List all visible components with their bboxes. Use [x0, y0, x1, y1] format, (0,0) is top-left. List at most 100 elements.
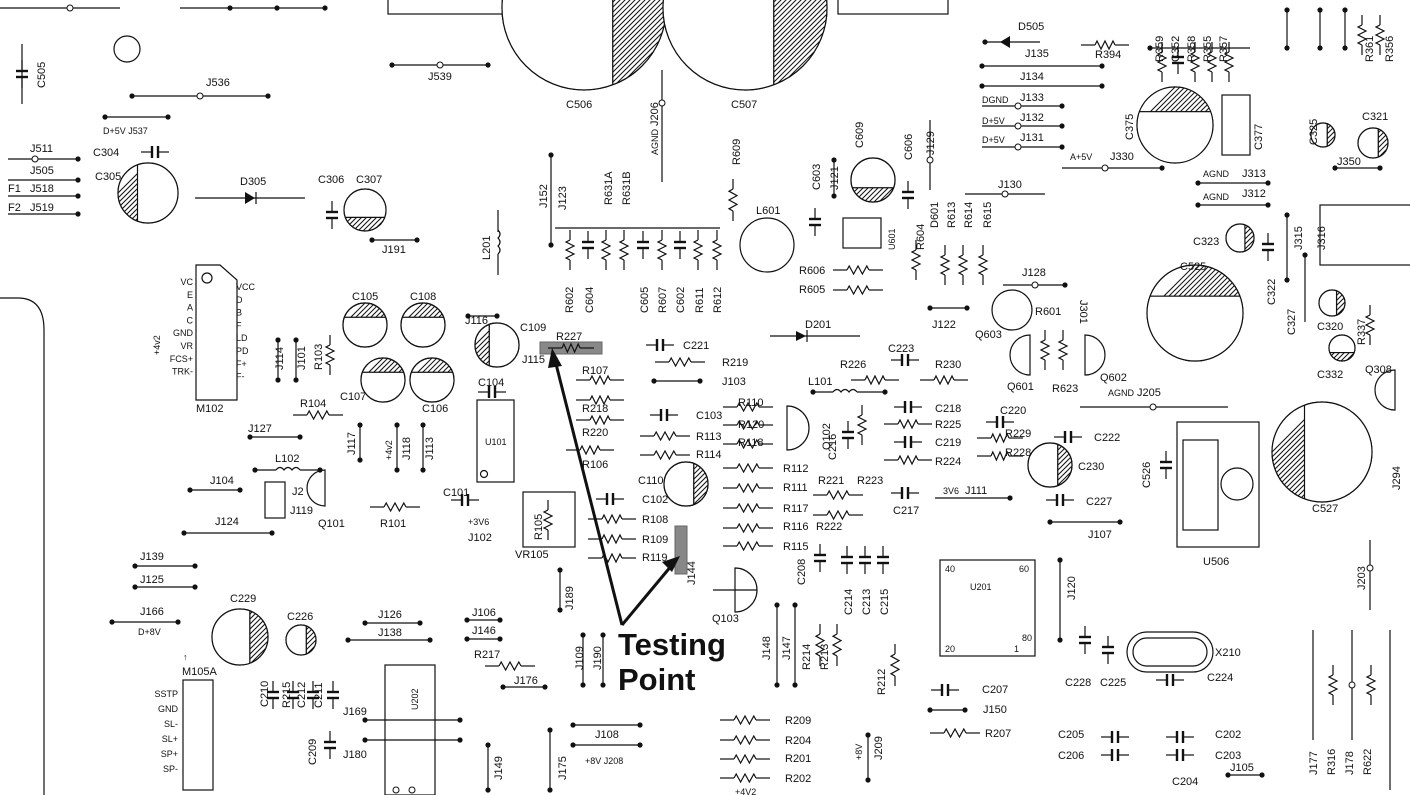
pad-dot — [570, 742, 576, 748]
capacitor-outline — [1136, 86, 1214, 164]
pad-dot — [1342, 7, 1348, 13]
silkscreen-label: R623 — [1052, 383, 1078, 395]
silkscreen-label: LD — [236, 333, 248, 343]
silkscreen-label: B — [236, 308, 242, 318]
pad-dot — [1332, 165, 1338, 171]
silkscreen-label: C205 — [1058, 729, 1084, 741]
silkscreen-label: R631A — [603, 171, 615, 205]
inductor-symbol — [832, 388, 858, 393]
pad-dot — [457, 717, 463, 723]
silkscreen-label: R230 — [935, 359, 961, 371]
chip-outline — [384, 664, 436, 795]
silkscreen-label: C217 — [893, 505, 919, 517]
silkscreen-label: R337 — [1356, 319, 1368, 345]
silkscreen-label: R222 — [816, 521, 842, 533]
pad-dot — [464, 636, 470, 642]
silkscreen-label: C222 — [1094, 432, 1120, 444]
silkscreen-label: J126 — [378, 609, 402, 621]
silkscreen-label: R219 — [722, 357, 748, 369]
pad-dot — [1007, 495, 1013, 501]
silkscreen-label: J166 — [140, 606, 164, 618]
silkscreen-label: R103 — [313, 344, 325, 370]
capacitor-outline — [360, 357, 406, 403]
silkscreen-label: J190 — [592, 646, 604, 670]
silkscreen-label: R104 — [300, 398, 326, 410]
pad-dot — [570, 722, 576, 728]
silkscreen-label: J316 — [1316, 226, 1328, 250]
silkscreen-label: U202 — [410, 688, 420, 710]
silkscreen-label: C604 — [584, 287, 596, 313]
silkscreen-label: R213 — [819, 644, 831, 670]
via-hole — [1014, 102, 1022, 110]
pad-dot — [1284, 277, 1290, 283]
pad-dot — [237, 487, 243, 493]
pad-dot — [192, 563, 198, 569]
pad-dot — [979, 63, 985, 69]
resistor-symbol — [561, 342, 581, 354]
resistor-symbol — [736, 462, 760, 474]
silkscreen-label: R111 — [783, 482, 808, 494]
pad-dot — [1195, 180, 1201, 186]
silkscreen-label: C218 — [935, 403, 961, 415]
via-hole — [1014, 122, 1022, 130]
silkscreen-label: C320 — [1317, 321, 1343, 333]
silkscreen-label: F — [236, 320, 242, 330]
resistor-symbol — [727, 188, 739, 212]
pad-dot — [1377, 165, 1383, 171]
chip-outline — [195, 264, 238, 401]
electrolytic-capacitor — [1328, 334, 1356, 362]
crystal-inner — [1132, 637, 1208, 667]
electrolytic-capacitor — [342, 302, 388, 348]
silkscreen-label: R355 — [1202, 36, 1214, 62]
silkscreen-label: C211 — [313, 683, 325, 708]
silkscreen-label: J125 — [140, 574, 164, 586]
silkscreen-label: R120 — [738, 419, 764, 431]
pad-dot — [247, 434, 253, 440]
resistor-symbol — [957, 254, 969, 276]
pad-dot — [109, 619, 115, 625]
silkscreen-label: F+ — [236, 359, 247, 369]
pad-dot — [75, 193, 81, 199]
silkscreen-label: D601 — [929, 202, 941, 228]
resistor-symbol — [864, 374, 886, 386]
pad-dot — [1317, 45, 1323, 51]
pad-dot — [75, 177, 81, 183]
silkscreen-label: J116 — [465, 315, 488, 327]
pad-dot — [175, 619, 181, 625]
silkscreen-label: Q601 — [1007, 381, 1034, 393]
via-hole — [926, 156, 934, 164]
resistor-symbol — [939, 254, 951, 276]
silkscreen-label: J121 — [829, 166, 841, 190]
silkscreen-label: R114 — [696, 449, 721, 461]
silkscreen-label: J205 — [1137, 387, 1161, 399]
capacitor-outline — [1310, 122, 1336, 148]
silkscreen-label: C505 — [36, 62, 48, 88]
resistor-symbol — [589, 394, 611, 406]
via-hole — [66, 4, 74, 12]
silkscreen-label: FCS+ — [170, 354, 193, 364]
pad-dot — [75, 211, 81, 217]
silkscreen-label: J119 — [290, 505, 313, 517]
via-hole — [408, 786, 416, 794]
silkscreen-label: +3V6 — [468, 517, 489, 527]
pad-dot — [227, 5, 233, 11]
pad-dot — [792, 602, 798, 608]
silkscreen-label: R223 — [857, 475, 883, 487]
pad-dot — [810, 389, 816, 395]
silkscreen-label: VCC — [236, 282, 256, 292]
silkscreen-label: J189 — [564, 586, 576, 610]
silkscreen-label: J511 — [30, 143, 53, 155]
silkscreen-label: C101 — [443, 487, 469, 499]
silkscreen-label: R207 — [985, 728, 1011, 740]
electrolytic-capacitor — [1225, 223, 1255, 253]
via-hole — [1348, 681, 1356, 689]
pad-dot — [357, 457, 363, 463]
pad-dot — [1342, 45, 1348, 51]
silkscreen-label: J177 — [1308, 751, 1320, 775]
pad-dot — [132, 563, 138, 569]
silkscreen-label: Q101 — [318, 518, 345, 530]
silkscreen-label: SSTP — [154, 689, 178, 699]
silkscreen-label: J138 — [378, 627, 402, 639]
silkscreen-label: R117 — [783, 503, 808, 515]
